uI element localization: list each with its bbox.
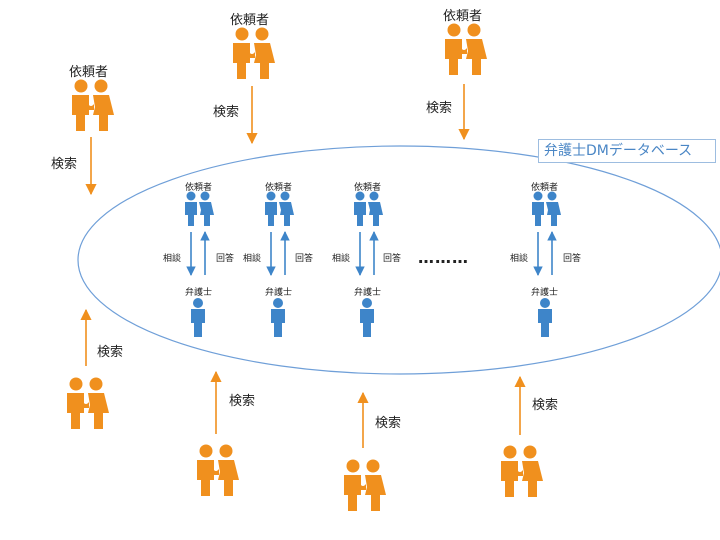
client-label: 依頼者 — [265, 183, 293, 193]
lawyer-label: 弁護士 — [265, 288, 293, 298]
answer-label: 回答 — [563, 254, 582, 264]
couple-icon — [185, 191, 214, 226]
person-icon — [538, 298, 552, 337]
lawyer-label: 弁護士 — [354, 288, 382, 298]
client-label: 依頼者 — [354, 183, 382, 193]
couple-icon — [197, 444, 239, 496]
consult-label: 相談 — [163, 254, 182, 264]
answer-label: 回答 — [295, 254, 314, 264]
client-label: 依頼者 — [185, 183, 213, 193]
couple-icon — [67, 377, 109, 429]
client-label: 依頼者 — [230, 13, 270, 28]
consult-label: 相談 — [510, 254, 529, 264]
couple-icon — [532, 191, 561, 226]
consult-group — [185, 191, 214, 337]
answer-label: 回答 — [383, 254, 402, 264]
couple-icon — [445, 23, 487, 75]
couple-icon — [265, 191, 294, 226]
lawyer-label: 弁護士 — [185, 288, 213, 298]
search-label: 検索 — [97, 345, 124, 360]
ellipsis: ……… — [418, 248, 469, 267]
consult-group — [354, 191, 383, 337]
database-ellipse — [77, 145, 720, 375]
consult-group — [265, 191, 294, 337]
couple-icon — [72, 79, 114, 131]
person-icon — [271, 298, 285, 337]
client-label: 依頼者 — [69, 65, 109, 80]
couple-icon — [233, 27, 275, 79]
person-icon — [360, 298, 374, 337]
person-icon — [191, 298, 205, 337]
couple-icon — [354, 191, 383, 226]
client-label: 依頼者 — [443, 9, 483, 24]
answer-label: 回答 — [216, 254, 235, 264]
client-label: 依頼者 — [531, 183, 559, 193]
search-label: 検索 — [213, 105, 240, 120]
search-label: 検索 — [426, 101, 453, 116]
search-label: 検索 — [532, 398, 559, 413]
couple-icon — [501, 445, 543, 497]
consult-group — [532, 191, 561, 337]
search-label: 検索 — [229, 394, 256, 409]
database-title: 弁護士DMデータベース — [538, 139, 716, 163]
lawyer-label: 弁護士 — [531, 288, 559, 298]
couple-icon — [344, 459, 386, 511]
consult-label: 相談 — [243, 254, 262, 264]
search-label: 検索 — [51, 157, 78, 172]
consult-label: 相談 — [332, 254, 351, 264]
search-label: 検索 — [375, 416, 402, 431]
